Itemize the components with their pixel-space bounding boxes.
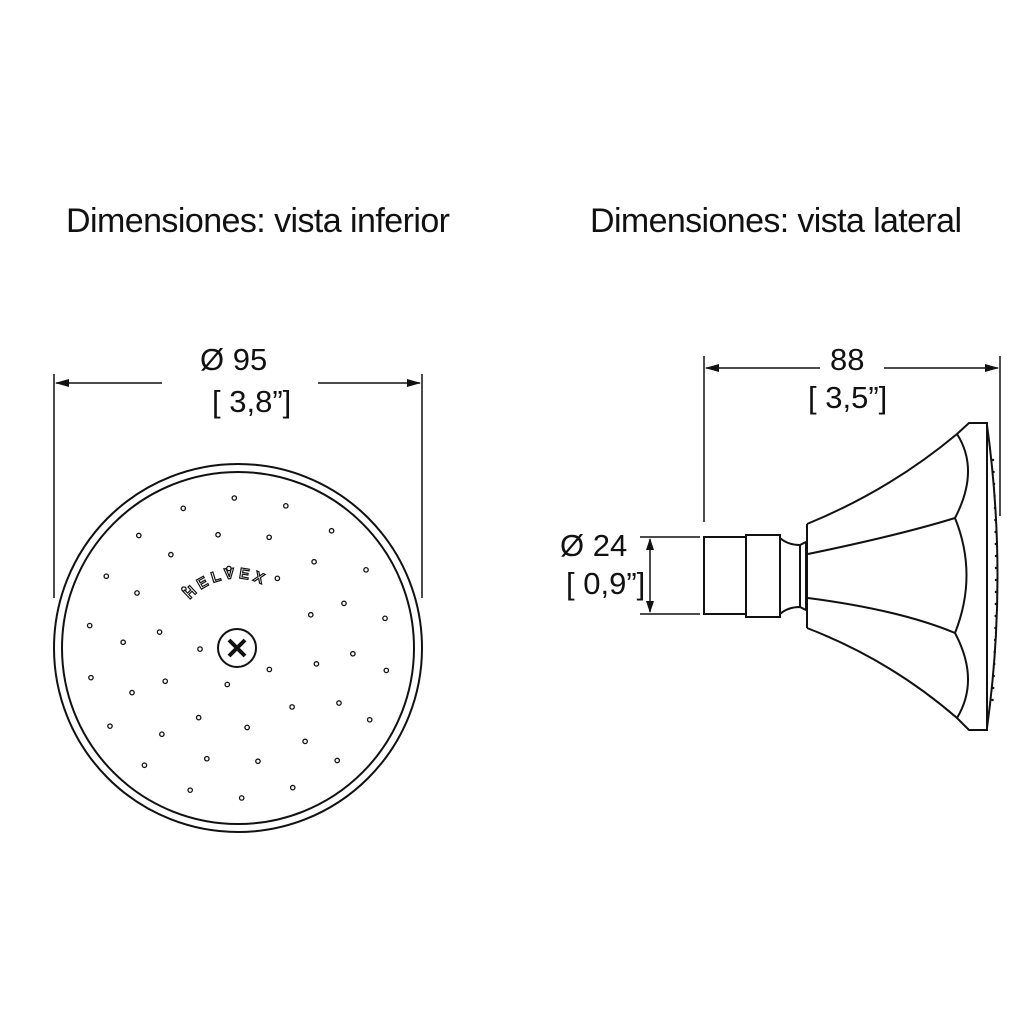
nozzle-dot xyxy=(203,755,210,762)
nozzle-dot xyxy=(197,646,203,652)
nozzle-dot xyxy=(994,614,997,618)
nozzle-dot xyxy=(994,590,998,594)
nozzle-dot xyxy=(328,527,335,534)
nozzle-dot xyxy=(141,762,148,769)
nozzle-dot xyxy=(383,667,390,674)
nozzle-dot xyxy=(86,622,93,629)
nozzle-dot xyxy=(156,629,163,635)
nozzle-dot xyxy=(289,704,295,710)
nozzle-dot xyxy=(994,566,998,570)
nozzle-dot xyxy=(336,700,342,706)
bottom-diameter-in: [ 3,8”] xyxy=(212,384,291,419)
inlet-diameter-in: [ 0,9”] xyxy=(566,566,645,601)
nozzle-dot xyxy=(991,698,994,702)
nozzle-dot xyxy=(88,674,94,681)
bottom-view-title: Dimensiones: vista inferior xyxy=(66,202,450,240)
nozzle-dot xyxy=(994,578,998,582)
nozzle-dot xyxy=(993,638,997,642)
inlet-diameter-dimension: Ø 24 [ 0,9”] xyxy=(560,528,700,615)
nozzle-dot xyxy=(274,575,281,582)
spray-nozzles xyxy=(86,495,390,801)
nozzle-dot xyxy=(266,666,273,673)
nozzle-dot xyxy=(992,482,996,486)
nozzle-dot xyxy=(994,602,998,606)
nozzle-dot xyxy=(994,626,997,630)
nozzle-dot xyxy=(992,674,995,678)
nozzle-dot xyxy=(994,542,997,546)
nozzle-dot xyxy=(993,494,996,498)
nozzle-dot xyxy=(266,534,273,541)
nozzle-dot xyxy=(334,757,341,764)
nozzle-dot xyxy=(994,518,997,522)
nozzle-dot xyxy=(107,723,113,730)
nozzle-dot xyxy=(993,662,996,666)
nozzle-dot xyxy=(350,650,356,657)
nozzle-dot xyxy=(226,565,232,572)
bottom-diameter-mm: Ø 95 xyxy=(200,342,267,377)
bottom-diameter-dimension: Ø 95 [ 3,8”] xyxy=(53,342,423,598)
nozzle-dot xyxy=(382,615,388,622)
brand-logo: HELVEX xyxy=(181,565,271,603)
nozzle-dot xyxy=(159,731,165,738)
nozzle-dot xyxy=(994,554,998,558)
nozzle-dot xyxy=(215,531,221,538)
nozzle-dot xyxy=(993,650,996,654)
nozzle-dot xyxy=(103,573,110,580)
cross-icon xyxy=(227,638,247,658)
nozzle-dot xyxy=(992,686,995,690)
showerhead-side-view xyxy=(703,422,999,731)
side-spray-nozzles xyxy=(991,458,998,702)
showerhead-bottom-view: HELVEX xyxy=(53,463,423,833)
nozzle-dot xyxy=(993,506,997,510)
nozzle-dot xyxy=(231,495,238,501)
nozzle-dot xyxy=(313,661,320,667)
nozzle-dot xyxy=(180,505,187,512)
side-length-dimension: 88 [ 3,5”] xyxy=(703,342,1001,522)
nozzle-dot xyxy=(224,681,231,688)
side-length-in: [ 3,5”] xyxy=(808,380,887,415)
nozzle-dot xyxy=(135,532,142,539)
nozzle-dot xyxy=(366,716,373,723)
nozzle-dot xyxy=(255,758,261,765)
nozzle-dot xyxy=(991,458,995,462)
nozzle-dot xyxy=(134,590,140,596)
nozzle-dot xyxy=(994,530,997,534)
nozzle-dot xyxy=(992,470,995,474)
nozzle-dot xyxy=(363,566,369,573)
nozzle-dot xyxy=(311,558,317,565)
nozzle-dot xyxy=(244,724,250,731)
nozzle-dot xyxy=(238,795,245,801)
side-length-mm: 88 xyxy=(830,342,864,377)
inlet-diameter-mm: Ø 24 xyxy=(560,528,627,563)
nozzle-dot xyxy=(129,689,135,696)
nozzle-dot xyxy=(168,551,174,558)
nozzle-dot xyxy=(289,784,296,791)
nozzle-dot xyxy=(307,611,314,618)
nozzle-dot xyxy=(341,600,347,607)
nozzle-dot xyxy=(302,738,308,745)
side-view-title: Dimensiones: vista lateral xyxy=(590,202,962,240)
nozzle-dot xyxy=(195,714,202,721)
nozzle-dot xyxy=(181,586,187,592)
center-knob xyxy=(217,628,257,668)
nozzle-dot xyxy=(162,678,169,685)
nozzle-dot xyxy=(120,639,126,646)
nozzle-dot xyxy=(282,502,289,509)
nozzle-dot xyxy=(187,787,194,794)
